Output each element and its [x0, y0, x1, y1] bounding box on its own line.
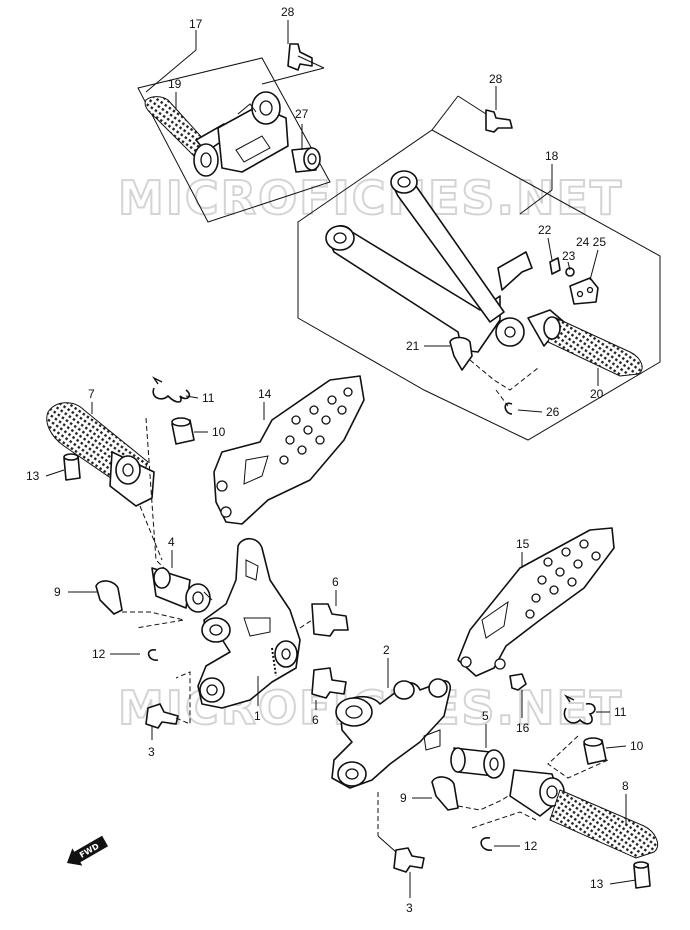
callout-10: 10 — [212, 425, 226, 439]
callout-9: 9 — [54, 585, 61, 599]
part-11-spring-right — [563, 694, 596, 725]
right-bolt-line-2 — [377, 835, 397, 853]
part-28-bolt-right — [431, 95, 513, 133]
part-5-holder — [450, 747, 505, 779]
part-3-bolt-right — [393, 847, 425, 873]
part-18-bracket — [325, 170, 533, 353]
callout-3: 3 — [148, 745, 155, 759]
bolt-6-line — [299, 619, 313, 629]
callout-12-right: 12 — [524, 839, 538, 853]
part-14-heel-guard — [213, 375, 365, 525]
callout-26: 26 — [546, 405, 560, 419]
part-10-collar-right — [583, 737, 607, 765]
part-21-pin — [449, 336, 473, 371]
fwd-arrow-icon — [66, 835, 109, 866]
part-10-collar-left — [171, 417, 195, 445]
callout-19: 19 — [168, 77, 182, 91]
callout-13-right: 13 — [590, 877, 604, 891]
callout-4: 4 — [168, 535, 175, 549]
heel-guard-14-holes — [279, 387, 353, 465]
part-9-pin-left — [95, 580, 123, 615]
part-8-footrest-peg — [509, 769, 659, 859]
callout-5: 5 — [482, 709, 489, 723]
callout-12: 12 — [92, 647, 106, 661]
part-12-clip-left — [147, 649, 159, 661]
heel-guard-15-holes — [525, 539, 601, 619]
callout-9-right: 9 — [400, 791, 407, 805]
assembly-17-box — [137, 57, 331, 223]
callout-17: 17 — [189, 17, 203, 31]
callout-numbers: 17 28 19 27 28 18 22 23 24 25 21 20 26 7… — [26, 5, 644, 915]
callout-20: 20 — [590, 387, 604, 401]
callout-10-right: 10 — [630, 739, 644, 753]
callout-16: 16 — [516, 721, 530, 735]
part-24-25-plate — [569, 277, 599, 305]
part-4-holder — [151, 567, 213, 613]
part-13-rubber-left — [63, 453, 81, 481]
callout-2: 2 — [383, 643, 390, 657]
callout-6-lower: 6 — [312, 713, 319, 727]
part-12-clip-right — [480, 837, 493, 851]
callout-23: 23 — [562, 249, 576, 263]
callout-28: 28 — [281, 5, 295, 19]
right-clip-line — [471, 811, 537, 829]
box-18-clip-line — [495, 389, 509, 407]
watermark-top: MICROFICHES.NET — [118, 171, 623, 225]
part-27-collar — [291, 147, 321, 173]
part-6-bolt-lower — [311, 667, 347, 699]
callout-8: 8 — [622, 779, 629, 793]
part-20-footrest-peg — [527, 309, 643, 377]
callout-18: 18 — [545, 149, 559, 163]
callout-22: 22 — [538, 223, 552, 237]
part-22-23-spring-ball — [549, 257, 575, 277]
part-13-rubber-right — [633, 861, 651, 889]
part-26-clip — [504, 402, 513, 415]
part-16-bolt — [509, 673, 527, 691]
part-17-bracket — [217, 91, 289, 173]
callout-6: 6 — [332, 575, 339, 589]
right-spring-dash — [547, 735, 609, 779]
callout-24-25: 24 25 — [576, 235, 606, 249]
part-7-footrest-peg — [46, 402, 155, 507]
callout-1: 1 — [254, 709, 261, 723]
callout-13: 13 — [26, 469, 40, 483]
part-19-footrest-peg — [144, 96, 233, 177]
part-9-pin-right — [431, 776, 459, 811]
assembly-18-box — [297, 129, 661, 441]
callout-15: 15 — [516, 537, 530, 551]
part-15-heel-guard — [457, 527, 615, 677]
left-pin-line — [122, 611, 185, 629]
part-28-bolt-top — [261, 43, 325, 85]
left-peg-dash-2 — [139, 505, 163, 561]
callout-3-right: 3 — [406, 901, 413, 915]
part-1-left-bracket — [197, 537, 301, 709]
callout-11: 11 — [202, 391, 215, 405]
leader-lines — [45, 20, 637, 898]
fwd-badge: FWD — [66, 835, 109, 866]
box-18-pin-line — [469, 359, 539, 391]
callout-21: 21 — [406, 339, 420, 353]
part-6-bolt-upper — [311, 603, 349, 637]
callout-11-right: 11 — [614, 705, 627, 719]
part-2-right-bracket — [331, 678, 452, 789]
callout-7: 7 — [88, 387, 95, 401]
callout-27: 27 — [295, 107, 309, 121]
callout-28-right: 28 — [489, 72, 503, 86]
callout-14: 14 — [258, 387, 272, 401]
part-3-bolt-left — [145, 703, 179, 729]
left-bolt-line — [175, 671, 191, 725]
part-11-spring-left — [151, 376, 191, 403]
